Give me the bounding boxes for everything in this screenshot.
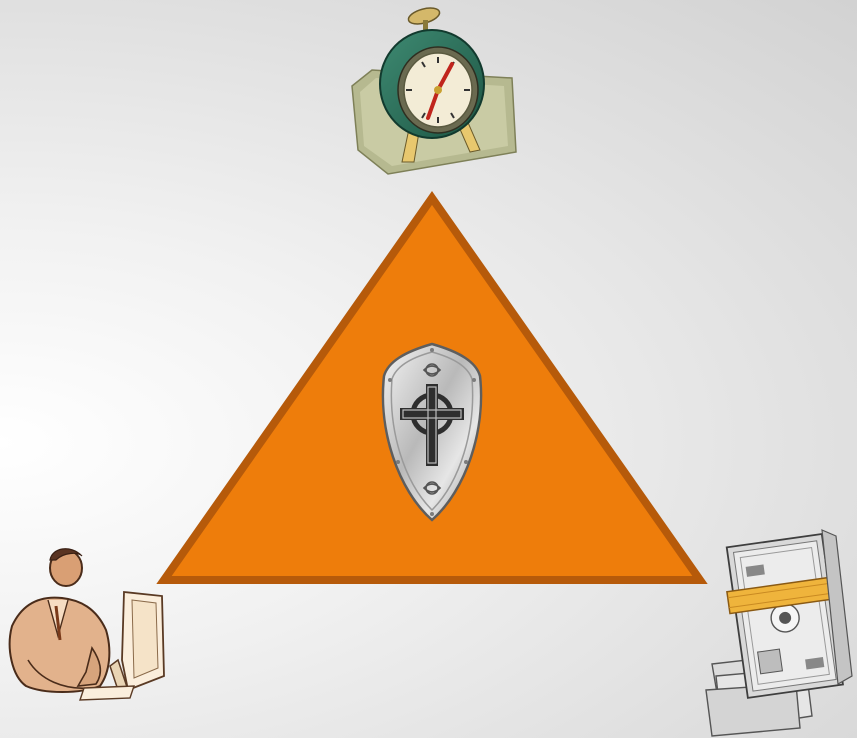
money-stack-icon <box>706 530 852 736</box>
office-worker-computer-icon <box>10 549 164 700</box>
alarm-clock-icon <box>352 5 516 174</box>
